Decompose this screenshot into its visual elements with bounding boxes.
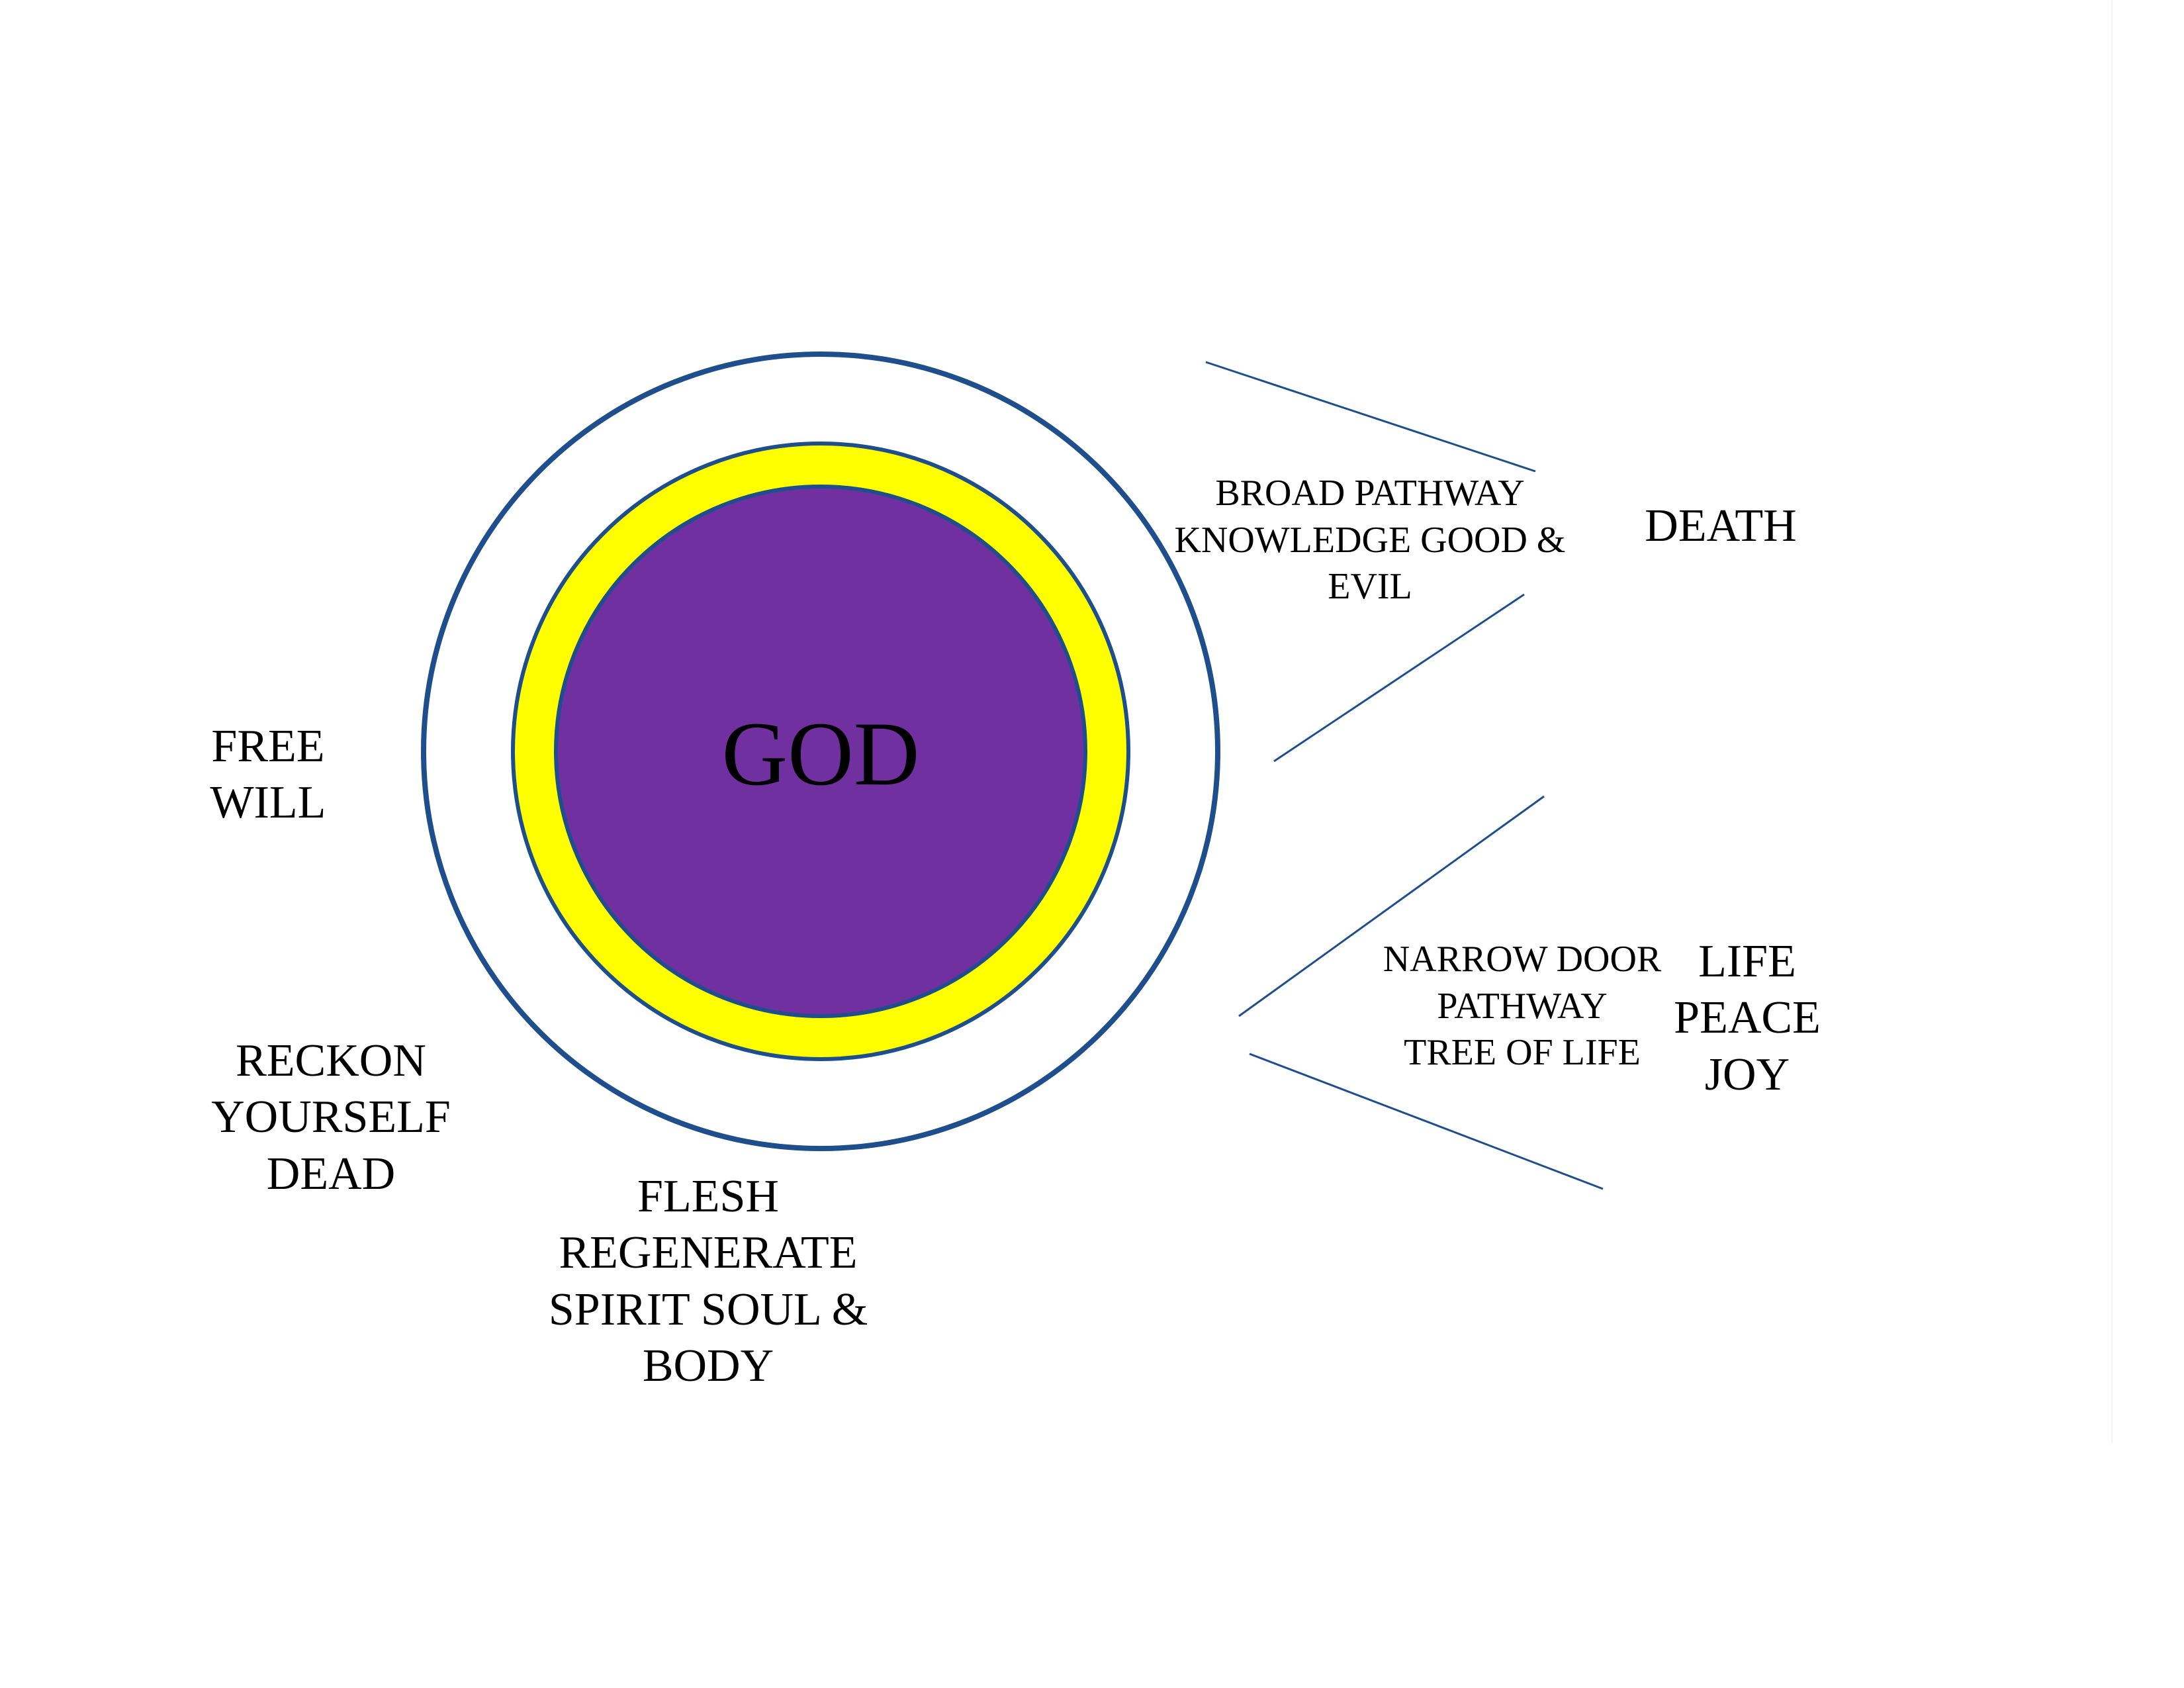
narrow-line-3: TREE OF LIFE <box>1404 1032 1641 1074</box>
broad-path-lower-line <box>1273 593 1525 763</box>
broad-pathway-label: BROAD PATHWAY KNOWLEDGE GOOD & EVIL <box>1138 470 1602 610</box>
outcome-line-3: JOY <box>1704 1049 1790 1100</box>
god-label: GOD <box>688 708 953 800</box>
reckon-line-1: RECKON <box>236 1035 426 1086</box>
death-label-text: DEATH <box>1645 500 1797 551</box>
life-peace-joy-label: LIFE PEACE JOY <box>1648 933 1846 1103</box>
broad-line-3: EVIL <box>1328 566 1412 608</box>
page-edge-divider <box>2111 0 2113 1443</box>
free-will-line-1: FREE <box>211 721 325 772</box>
god-core-circle <box>554 485 1087 1018</box>
flesh-line-3: SPIRIT SOUL & <box>548 1284 868 1335</box>
narrow-door-label: NARROW DOOR PATHWAY TREE OF LIFE <box>1343 936 1701 1076</box>
broad-line-2: KNOWLEDGE GOOD & <box>1174 519 1566 561</box>
narrow-path-lower-line <box>1249 1053 1604 1190</box>
reckon-yourself-dead-label: RECKON YOURSELF DEAD <box>165 1033 496 1202</box>
outcome-line-2: PEACE <box>1674 992 1821 1044</box>
flesh-regenerate-label: FLESH REGENERATE SPIRIT SOUL & BODY <box>510 1168 907 1395</box>
flesh-line-2: REGENERATE <box>559 1227 858 1279</box>
narrow-line-1: NARROW DOOR <box>1383 939 1662 980</box>
reckon-line-3: DEAD <box>266 1148 396 1199</box>
outcome-line-1: LIFE <box>1698 936 1796 987</box>
broad-line-1: BROAD PATHWAY <box>1215 473 1525 514</box>
flesh-line-1: FLESH <box>637 1171 779 1222</box>
flesh-line-4: BODY <box>642 1340 774 1392</box>
god-label-text: GOD <box>721 703 920 804</box>
narrow-line-2: PATHWAY <box>1437 985 1608 1027</box>
reckon-line-2: YOURSELF <box>211 1092 451 1143</box>
broad-path-upper-line <box>1205 361 1536 473</box>
narrow-path-upper-line <box>1238 795 1545 1017</box>
death-label: DEATH <box>1588 498 1853 554</box>
free-will-label: FREE WILL <box>169 718 367 831</box>
free-will-line-2: WILL <box>210 777 326 829</box>
